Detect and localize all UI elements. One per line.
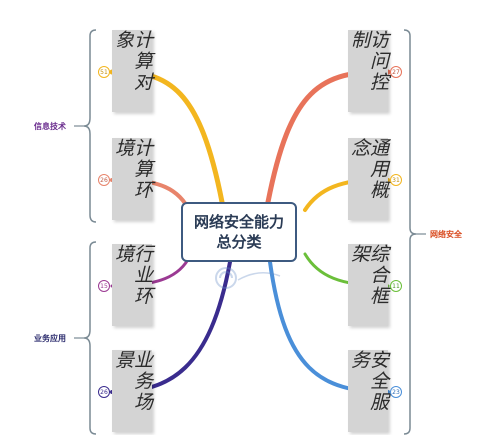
node-label: 业务场景 xyxy=(112,350,153,413)
count-badge-r1: 27 xyxy=(390,66,402,78)
right-bracket xyxy=(403,29,417,435)
left-top-bracket xyxy=(83,29,97,223)
node-label: 计算环境 xyxy=(112,138,153,201)
node-general-concept[interactable]: 通用概念 xyxy=(348,138,389,220)
node-security-service[interactable]: 安全服务 xyxy=(348,350,389,432)
count-badge-l3: 15 xyxy=(98,280,110,292)
node-industry-env[interactable]: 行业环境 xyxy=(112,244,153,326)
count-badge-l4: 26 xyxy=(98,386,110,398)
node-label: 通用概念 xyxy=(348,138,389,201)
node-access-control[interactable]: 访问控制 xyxy=(348,30,389,112)
node-label: 综合框架 xyxy=(348,244,389,307)
count-badge-l1: 51 xyxy=(98,66,110,78)
count-badge-r4: 23 xyxy=(390,386,402,398)
node-business-scene[interactable]: 业务场景 xyxy=(112,350,153,432)
node-integrated-framework[interactable]: 综合框架 xyxy=(348,244,389,326)
node-label: 安全服务 xyxy=(348,350,389,413)
count-badge-r3: 11 xyxy=(390,280,402,292)
node-label: 计算对象 xyxy=(112,30,153,93)
central-topic-line2: 总分类 xyxy=(216,233,262,251)
count-badge-l2: 26 xyxy=(98,174,110,186)
group-label-info-tech: 信息技术 xyxy=(34,122,66,131)
group-label-network-security: 网络安全 xyxy=(430,230,462,239)
node-label: 行业环境 xyxy=(112,244,153,307)
left-bottom-bracket xyxy=(83,241,97,435)
node-compute-object[interactable]: 计算对象 xyxy=(112,30,153,112)
central-topic[interactable]: 网络安全能力 总分类 xyxy=(181,202,297,262)
central-topic-line1: 网络安全能力 xyxy=(193,213,284,231)
watermark-logo xyxy=(214,258,284,298)
node-label: 访问控制 xyxy=(348,30,389,93)
count-badge-r2: 31 xyxy=(390,174,402,186)
group-label-business-app: 业务应用 xyxy=(34,334,66,343)
node-compute-env[interactable]: 计算环境 xyxy=(112,138,153,220)
